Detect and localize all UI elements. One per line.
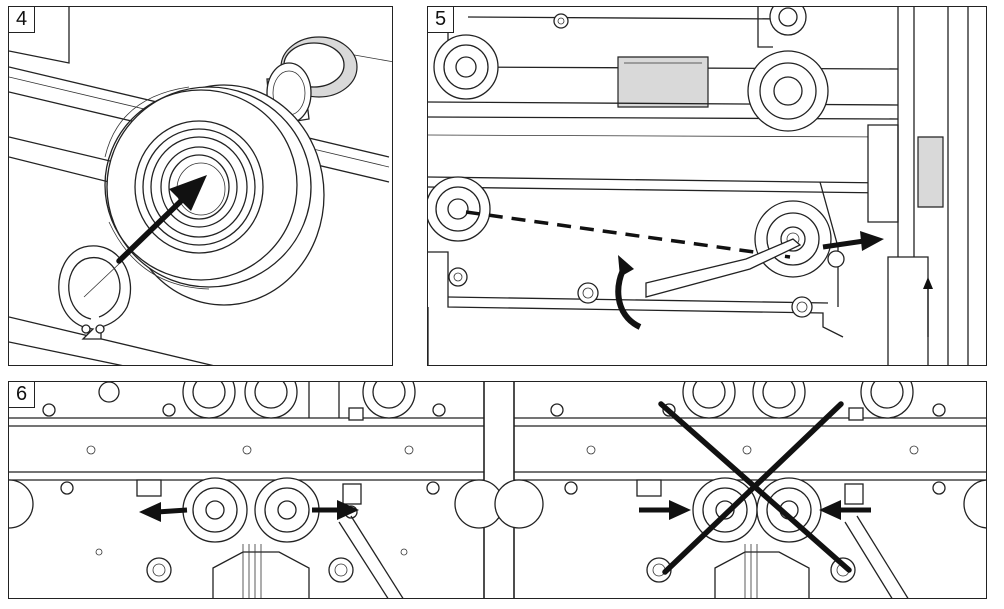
alignment-line bbox=[465, 210, 791, 259]
incorrect-example bbox=[494, 382, 986, 598]
step-5-illustration bbox=[428, 7, 969, 365]
step-6-panel: 6 bbox=[8, 381, 987, 599]
step-4-number: 4 bbox=[9, 7, 35, 33]
step-6-number: 6 bbox=[9, 382, 35, 408]
step-5-number: 5 bbox=[428, 7, 454, 33]
insert-arrow bbox=[116, 175, 207, 264]
incorrect-cross bbox=[658, 401, 852, 575]
step-4-illustration bbox=[9, 7, 392, 365]
rotate-arrow bbox=[615, 255, 642, 330]
upper-wheel-right bbox=[747, 7, 829, 132]
step-6-illustration bbox=[9, 382, 986, 598]
lower-wheel-left bbox=[428, 176, 491, 242]
pulley-wheel bbox=[104, 84, 325, 306]
upper-wheel-left bbox=[433, 34, 499, 100]
hex-key bbox=[645, 238, 802, 298]
push-right-arrow bbox=[822, 231, 884, 251]
correct-example bbox=[9, 382, 504, 598]
step-5-panel: 5 bbox=[427, 6, 987, 366]
step-4-panel: 4 bbox=[8, 6, 393, 366]
circlip bbox=[58, 245, 132, 340]
